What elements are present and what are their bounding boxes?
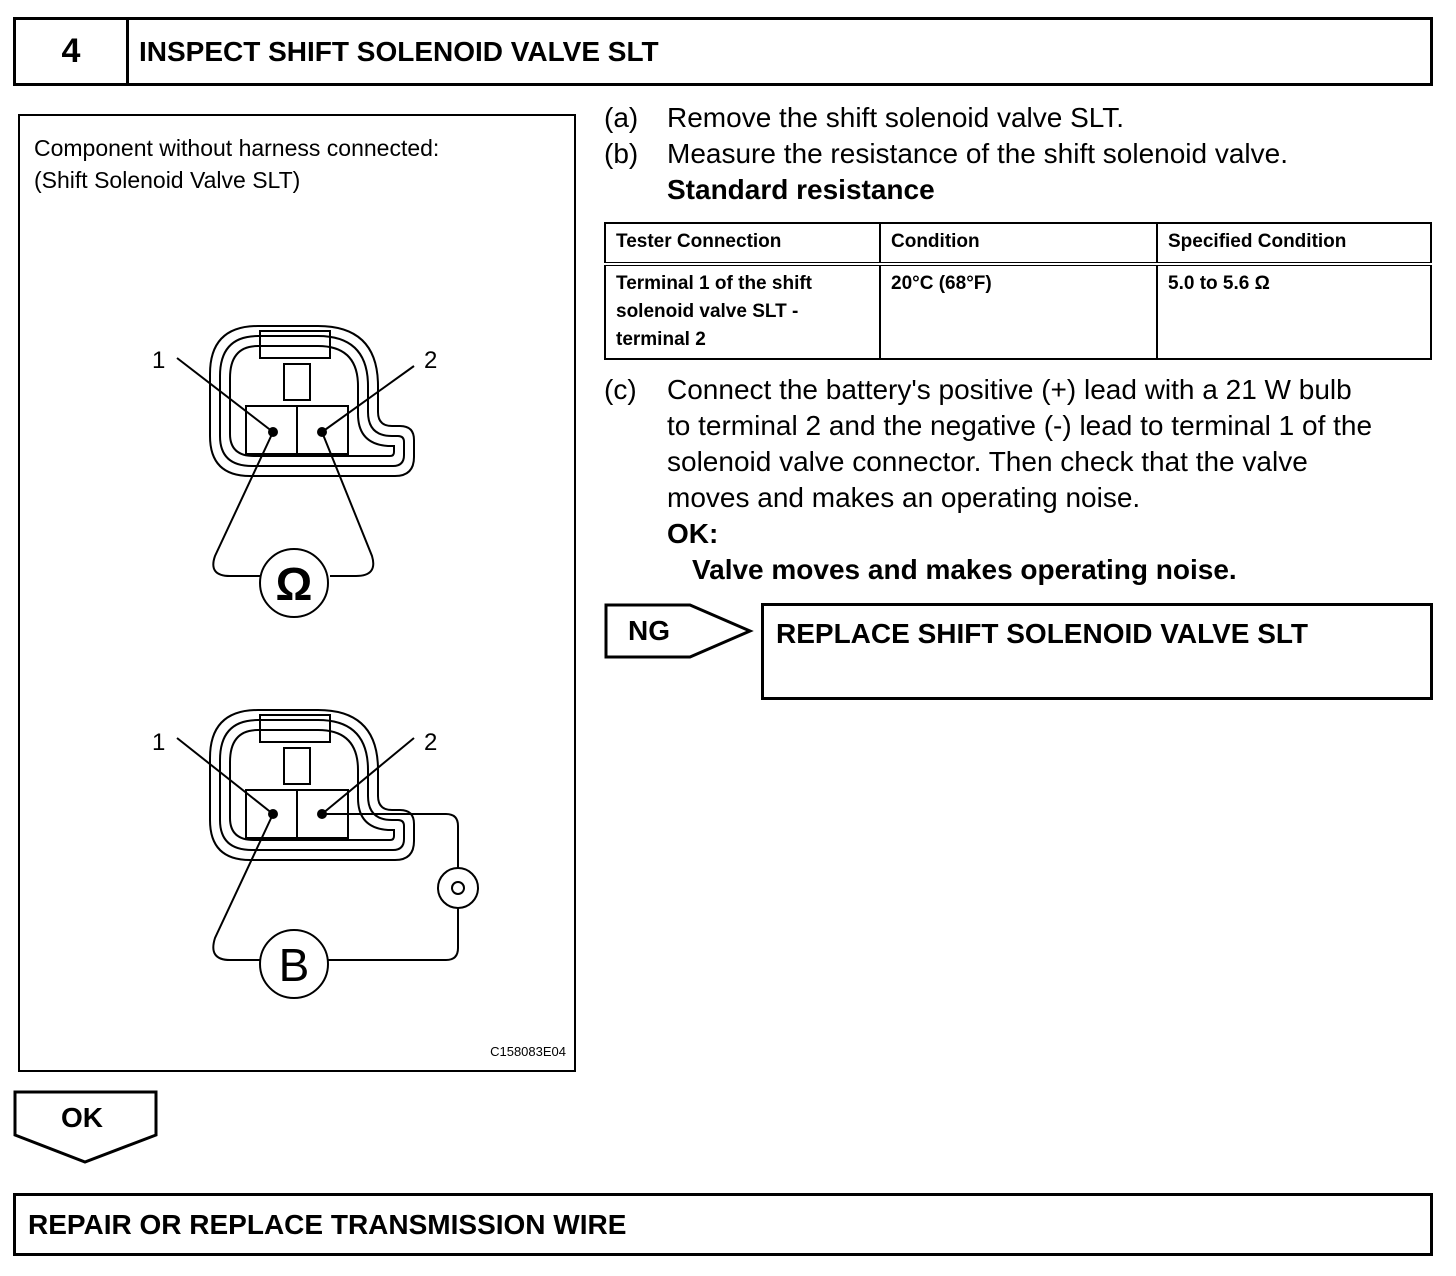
spec-connection-line-1: Terminal 1 of the shift [616,273,813,294]
instruction-b-label: (b) [604,138,639,169]
instruction-b: (b) Measure the resistance of the shift … [604,136,1434,208]
final-action-text: REPAIR OR REPLACE TRANSMISSION WIRE [28,1208,627,1240]
instruction-a-label: (a) [604,102,639,133]
ok-label: OK [61,1102,103,1133]
final-action-box: REPAIR OR REPLACE TRANSMISSION WIRE [13,1193,1433,1256]
instruction-a-text: Remove the shift solenoid valve SLT. [667,102,1125,133]
terminal-2-label-top: 2 [424,347,437,374]
ok-arrow-icon [13,1090,158,1164]
terminal-dot-1-bottom [268,809,278,819]
ok-tag: OK [13,1090,159,1166]
instruction-c-line-4: moves and makes an operating noise. [667,482,1141,513]
ok-criteria-text: Valve moves and makes operating noise. [692,554,1237,585]
terminal-1-label-top: 1 [152,347,165,374]
instruction-a: (a) Remove the shift solenoid valve SLT. [604,100,1434,136]
spec-header-condition: Condition [879,222,1158,265]
terminal-dot-2-bottom [317,809,327,819]
spec-cell-specified: 5.0 to 5.6 Ω [1156,263,1432,360]
instruction-c-label: (c) [604,374,637,405]
terminal-dot-1-top [268,427,278,437]
spec-connection-line-2: solenoid valve SLT - [616,301,799,322]
connector-bottom [176,709,479,999]
ohmmeter-icon: Ω [276,558,313,610]
connector-top [176,325,415,618]
ng-label: NG [628,615,670,646]
standard-resistance-heading: Standard resistance [667,174,935,205]
step-title: INSPECT SHIFT SOLENOID VALVE SLT [139,35,659,67]
instruction-c: (c) Connect the battery's positive (+) l… [604,372,1434,590]
ng-arrow-icon [604,603,754,659]
ng-tag: NG [604,603,754,661]
spec-table-header-row: Tester Connection Condition Specified Co… [604,222,1432,265]
instruction-c-line-3: solenoid valve connector. Then check tha… [667,446,1308,477]
figure-panel: Component without harness connected: (Sh… [18,114,576,1072]
spec-header-specified-condition: Specified Condition [1156,222,1432,265]
terminal-dot-2-top [317,427,327,437]
terminal-2-label-bottom: 2 [424,729,437,756]
figure-code: C158083E04 [490,1044,566,1059]
spec-table: Tester Connection Condition Specified Co… [604,222,1432,360]
terminal-1-label-bottom: 1 [152,729,165,756]
spec-cell-condition: 20°C (68°F) [879,263,1158,360]
spec-cell-connection: Terminal 1 of the shift solenoid valve S… [604,263,881,360]
figure-caption: Component without harness connected: (Sh… [34,132,439,196]
ok-criteria-label: OK: [667,518,719,549]
step-header: 4 INSPECT SHIFT SOLENOID VALVE SLT [13,17,1433,86]
instruction-c-line-1: Connect the battery's positive (+) lead … [667,374,1352,405]
figure-caption-line-1: Component without harness connected: [34,135,440,161]
instruction-b-text: Measure the resistance of the shift sole… [667,138,1289,169]
ng-action-box: REPLACE SHIFT SOLENOID VALVE SLT [761,603,1433,700]
ng-action-text: REPLACE SHIFT SOLENOID VALVE SLT [776,618,1309,649]
connector-diagram: 1 2 1 2 Ω B C158083E04 [152,325,566,1059]
spec-header-tester-connection: Tester Connection [604,222,881,265]
table-row: Terminal 1 of the shift solenoid valve S… [604,263,1432,360]
battery-icon: B [279,939,310,991]
instruction-c-line-2: to terminal 2 and the negative (-) lead … [667,410,1373,441]
step-number: 4 [16,20,129,83]
spec-connection-line-3: terminal 2 [616,329,706,350]
figure-caption-line-2: (Shift Solenoid Valve SLT) [34,167,301,193]
